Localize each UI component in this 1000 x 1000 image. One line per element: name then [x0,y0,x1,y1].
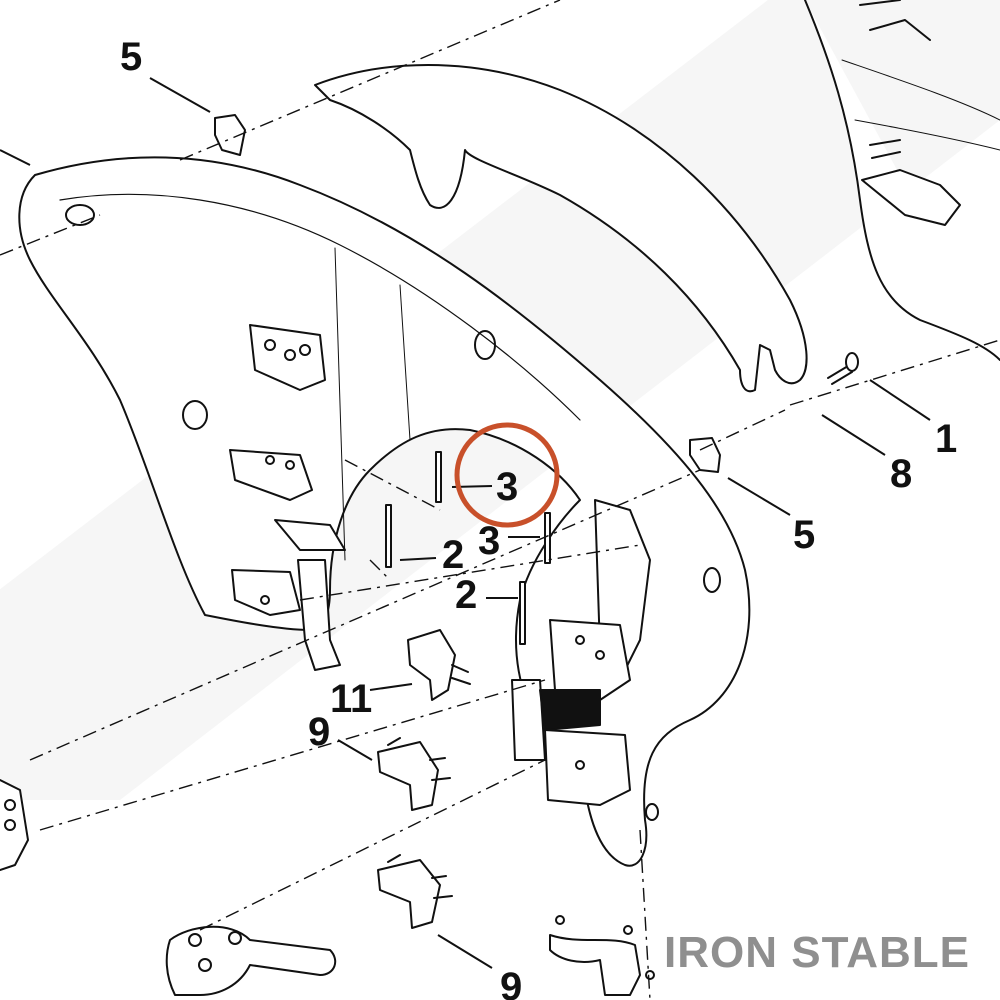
callout-5-right: 5 [793,513,815,557]
bumper-9-lower [377,854,453,929]
callout-2-right: 2 [455,573,477,617]
leader-lines [0,77,931,969]
callout-2-left: 2 [442,533,464,577]
callout-3-highlighted: 3 [496,465,518,509]
side-mechanism-left [0,779,29,871]
callout-9-lower: 9 [500,965,522,1000]
lower-mechanism-left [165,925,337,996]
clip-nut-upper [214,114,246,156]
bumper-9-upper [377,737,451,811]
brand-watermark: IRON STABLE [664,928,970,977]
callout-3-lower: 3 [478,519,500,563]
callout-11: 11 [330,677,372,721]
right-mount-bracket [511,499,651,806]
highlight-circle [454,422,560,528]
bumper-11 [407,629,471,701]
screw [827,352,859,385]
callout-labels: 5 1 8 5 3 3 2 2 11 9 9 [120,35,957,1000]
outer-shell-strip [314,64,808,393]
pins [385,451,551,645]
callout-8: 8 [890,452,912,496]
callout-1: 1 [935,417,957,461]
callout-9-upper: 9 [308,710,330,754]
upper-fairing-body [804,0,1000,361]
lower-mechanism-right [549,915,655,996]
callout-5-top: 5 [120,35,142,79]
left-mount-bracket [229,324,346,671]
clip-nut-right [689,437,721,473]
